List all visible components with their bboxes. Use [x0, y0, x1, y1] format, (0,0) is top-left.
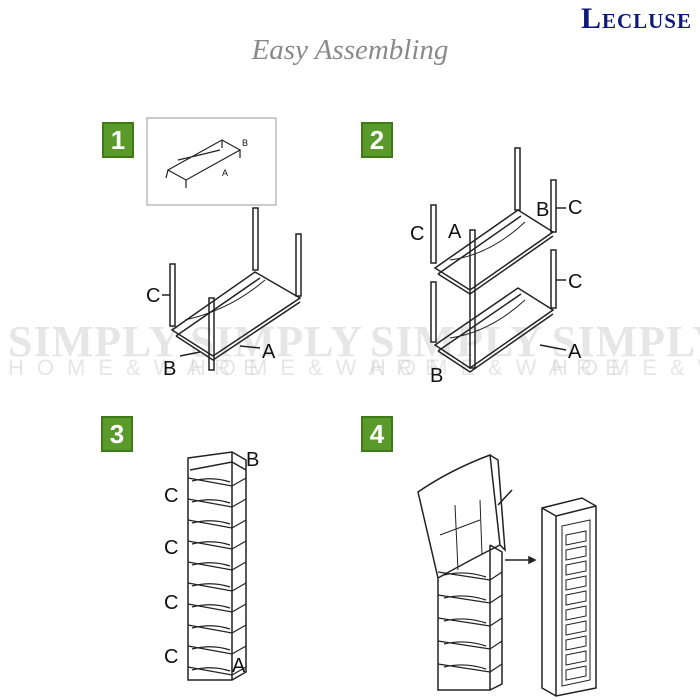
watermark-text: SIMPLY: [190, 317, 364, 366]
label-a: A: [568, 341, 582, 363]
shelf-line: [437, 594, 503, 604]
shelf-line: [565, 635, 587, 651]
label-b: B: [430, 365, 443, 387]
shelf-line: [187, 582, 247, 592]
shelf-line: [187, 540, 247, 550]
label-a: A: [262, 341, 276, 363]
shelf-line: [187, 624, 247, 634]
label-b: B: [242, 138, 248, 148]
shelf-line: [565, 575, 587, 591]
shelf-line: [187, 666, 247, 676]
step-4-badge: 4: [361, 416, 393, 452]
step-1-badge: 1: [102, 122, 134, 158]
label-b: B: [163, 358, 176, 380]
shelf-line: [565, 560, 587, 576]
label-c: C: [568, 197, 582, 219]
watermark-text: HOME&WARE: [370, 355, 633, 380]
label-c: C: [164, 485, 178, 507]
shelf-line: [437, 617, 503, 627]
label-a: A: [232, 655, 246, 677]
step-3-drawing: B C C C C A: [164, 449, 259, 681]
label-c: C: [146, 285, 160, 307]
watermark-text: HOME&WARE: [190, 355, 453, 380]
shelf-line: [565, 605, 587, 621]
watermark-text: SIMPLY: [8, 317, 182, 366]
step-4-drawing: [417, 453, 597, 697]
shelf-line: [187, 519, 247, 529]
step-1-drawing: B A C B A: [146, 117, 302, 380]
label-a: A: [448, 221, 462, 243]
label-a: A: [222, 168, 228, 178]
shelf-line: [437, 571, 503, 581]
step-1-inset: [146, 117, 277, 206]
label-c: C: [164, 537, 178, 559]
shelf-line: [565, 590, 587, 606]
step-3-badge: 3: [101, 416, 133, 452]
shelf-line: [187, 498, 247, 508]
shelf-line: [565, 650, 587, 666]
watermark-text: HOME&WARE: [552, 355, 700, 380]
shelf-line: [187, 603, 247, 613]
label-c: C: [164, 646, 178, 668]
step-2-badge: 2: [361, 122, 393, 158]
shelf-line: [437, 640, 503, 650]
watermark-text: SIMPLY: [552, 317, 700, 366]
shelf-line: [565, 530, 587, 546]
shelf-line: [187, 561, 247, 571]
shelf-line: [187, 477, 247, 487]
label-b: B: [246, 449, 259, 471]
brand-logo: Lecluse: [580, 2, 692, 35]
label-b: B: [536, 199, 549, 221]
shelf-line: [187, 645, 247, 655]
shelf-line: [437, 663, 503, 673]
shelf-line: [565, 665, 587, 681]
watermark-text: HOME&WARE: [8, 355, 271, 380]
label-c: C: [164, 592, 178, 614]
label-c: C: [568, 271, 582, 293]
shelf-line: [565, 545, 587, 561]
label-c: C: [410, 223, 424, 245]
step-2-drawing: C A B C C A B: [410, 147, 582, 387]
shelf-line: [565, 620, 587, 636]
page-title: Easy Assembling: [251, 34, 449, 66]
